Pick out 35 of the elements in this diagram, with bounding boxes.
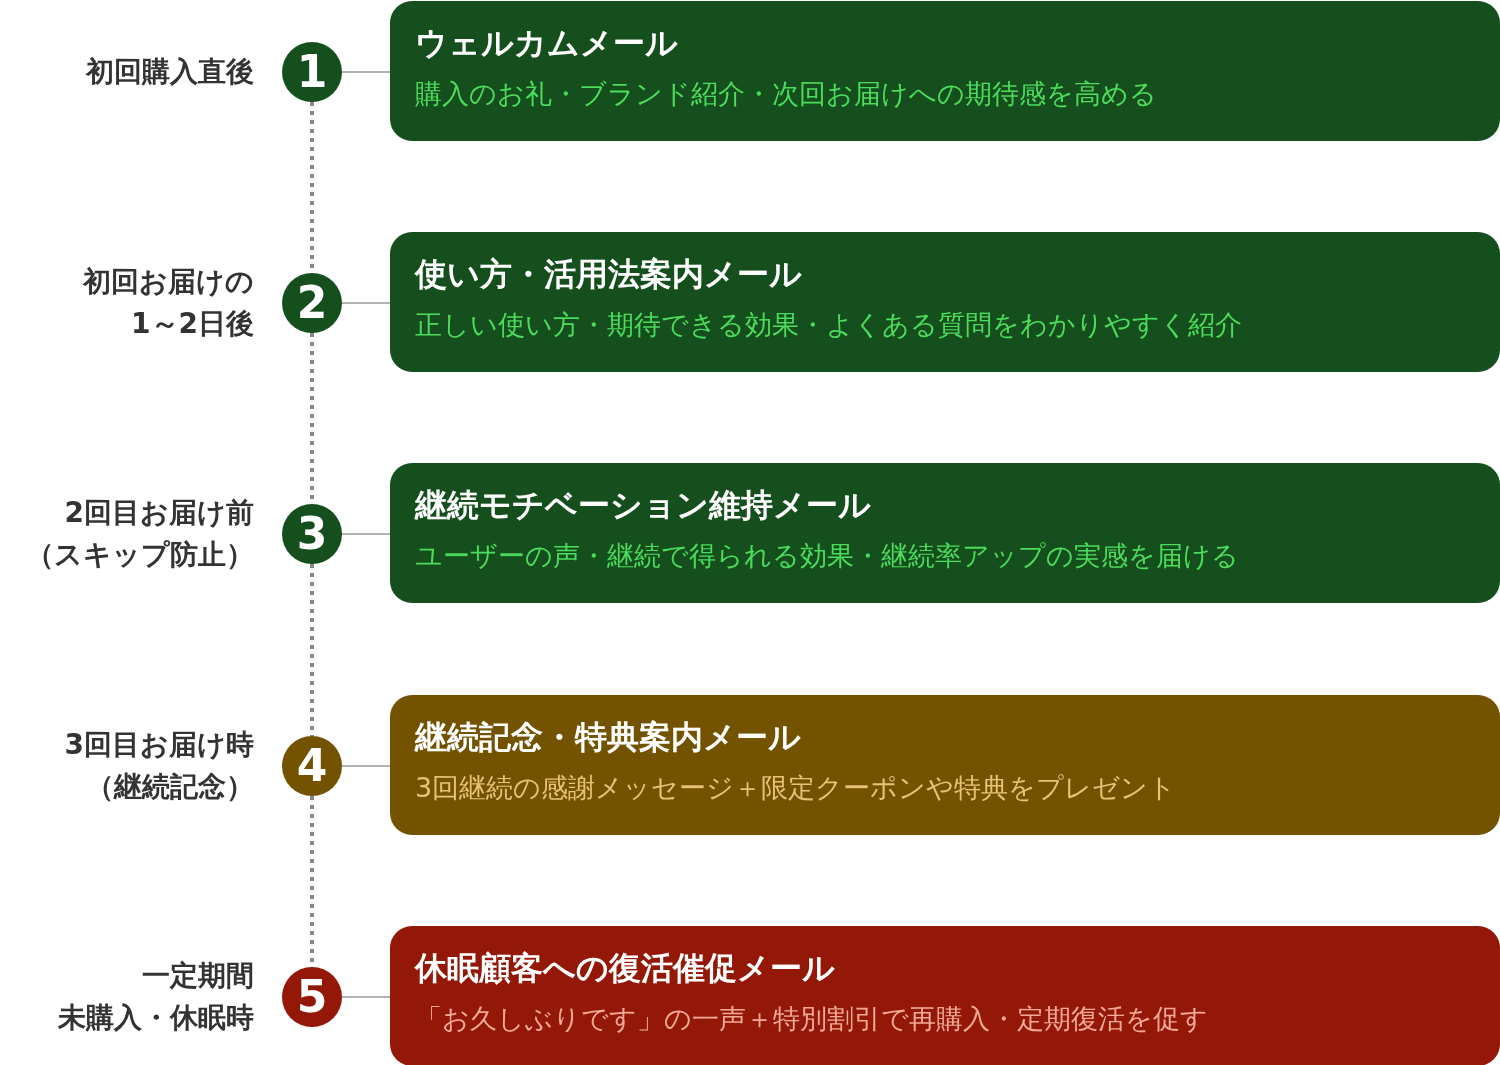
card-heading: 休眠顧客への復活催促メール [415,948,835,988]
email-card [390,1,1500,141]
step-number: 5 [296,975,328,1019]
dotted-timeline-line [310,564,314,736]
timing-label: 1～2日後 [130,306,254,342]
email-card [390,232,1500,372]
connector-line [341,533,391,535]
connector-line [341,996,391,998]
card-description: 「お久しぶりです」の一声＋特別割引で再購入・定期復活を促す [415,1002,1208,1036]
card-heading: ウェルカムメール [415,23,678,63]
card-description: 正しい使い方・期待できる効果・よくある質問をわかりやすく紹介 [415,308,1242,342]
timing-label: 2回目お届け前 [63,495,254,531]
timing-label: （スキップ防止） [26,537,254,573]
card-heading: 継続記念・特典案内メール [415,717,801,757]
card-description: 購入のお礼・ブランド紹介・次回お届けへの期待感を高める [415,77,1157,111]
timing-label: 初回お届けの [83,264,254,300]
email-card [390,463,1500,603]
card-description: 3回継続の感謝メッセージ＋限定クーポンや特典をプレゼント [415,771,1177,805]
timing-label: 初回購入直後 [86,54,254,90]
card-heading: 使い方・活用法案内メール [415,254,802,294]
email-card [390,926,1500,1065]
step-number: 3 [296,512,328,556]
timing-label: 3回目お届け時 [64,727,254,763]
step-number: 4 [296,744,328,788]
email-card [390,695,1500,835]
card-heading: 継続モチベーション維持メール [415,485,871,525]
step-number: 1 [296,50,328,94]
connector-line [341,71,391,73]
connector-line [341,302,391,304]
step-number: 2 [296,281,328,325]
card-description: ユーザーの声・継続で得られる効果・継続率アップの実感を届ける [415,539,1239,573]
timing-label: （継続記念） [85,769,254,805]
timing-label: 一定期間 [141,958,254,994]
connector-line [341,765,391,767]
timing-label: 未購入・休眠時 [58,1000,254,1036]
